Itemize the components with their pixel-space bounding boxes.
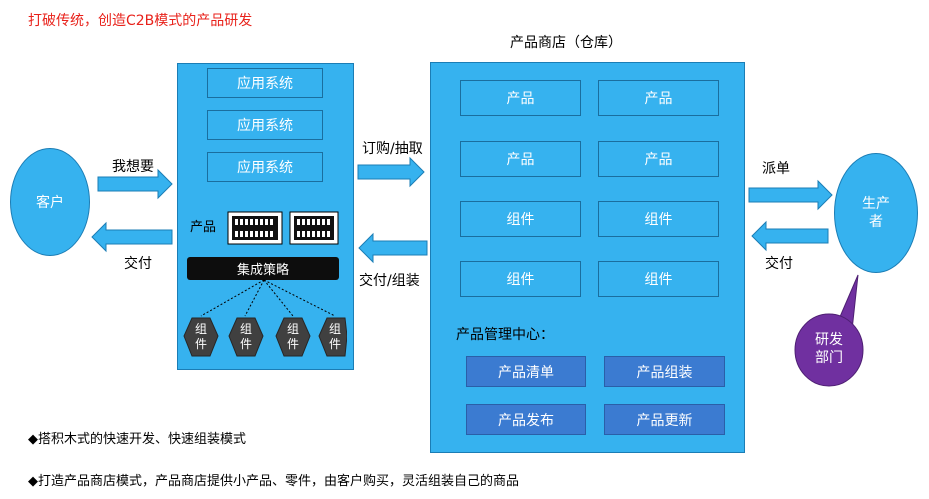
producer-node: 生产 者: [834, 153, 918, 273]
app-system-label: 应用系统: [237, 76, 293, 92]
product-list-box: 产品清单: [466, 356, 586, 387]
component-label: 组 件: [328, 322, 341, 351]
arrow-want: [97, 168, 173, 200]
product-publish-box: 产品发布: [466, 404, 586, 435]
component-label: 组 件: [194, 322, 207, 351]
label-deliver-assemble: 交付/组装: [359, 273, 420, 289]
product-update-box: 产品更新: [604, 404, 725, 435]
product-assemble-box: 产品组装: [604, 356, 725, 387]
label-want: 我想要: [112, 159, 154, 175]
store-item: 组件: [460, 261, 581, 297]
component-label: 组 件: [239, 322, 252, 351]
action-label: 产品发布: [498, 412, 554, 429]
arrow-dispatch: [748, 179, 833, 211]
integration-strategy: 集成策略: [187, 257, 339, 280]
store-item: 组件: [598, 261, 719, 297]
store-item: 组件: [598, 201, 719, 237]
action-label: 产品组装: [636, 364, 693, 381]
store-item-label: 产品: [644, 91, 673, 107]
rd-callout: [794, 274, 864, 387]
product-label: 产品: [190, 220, 217, 235]
component-hexagon: [275, 317, 311, 357]
arrow-deliver-right: [751, 220, 829, 252]
component-label: 组 件: [286, 322, 299, 351]
arrow-order: [357, 156, 425, 188]
store-title: 产品商店（仓库）: [510, 35, 622, 51]
label-deliver-left: 交付: [124, 256, 152, 272]
app-system-3: 应用系统: [207, 152, 323, 182]
arrow-deliver-left: [91, 221, 173, 253]
bullet-item: ◆搭积木式的快速开发、快速组装模式: [28, 432, 246, 447]
management-center-label: 产品管理中心：: [456, 327, 554, 343]
page-title: 打破传统，创造C2B模式的产品研发: [28, 13, 253, 29]
app-system-2: 应用系统: [207, 110, 323, 140]
store-item-label: 产品: [506, 91, 535, 107]
label-order: 订购/抽取: [362, 141, 423, 157]
strategy-label: 集成策略: [236, 263, 289, 278]
producer-label: 生产 者: [862, 196, 890, 230]
customer-node: 客户: [10, 148, 90, 256]
customer-label: 客户: [36, 195, 64, 211]
store-item-label: 组件: [644, 272, 673, 288]
store-item-label: 产品: [644, 152, 673, 168]
action-label: 产品清单: [498, 364, 554, 381]
component-hexagons: [183, 317, 347, 357]
app-system-label: 应用系统: [237, 160, 293, 176]
component-hexagon: [318, 317, 347, 357]
store-item: 组件: [460, 201, 581, 237]
store-item: 产品: [598, 141, 719, 177]
action-label: 产品更新: [636, 412, 693, 429]
store-item-label: 组件: [506, 212, 535, 228]
arrow-deliver-assemble: [358, 232, 428, 264]
rd-label: 研发 部门: [815, 332, 843, 366]
app-system-label: 应用系统: [237, 118, 293, 134]
store-item: 产品: [598, 80, 719, 116]
store-item-label: 产品: [506, 152, 535, 168]
app-system-1: 应用系统: [207, 68, 323, 98]
store-item-label: 组件: [506, 272, 535, 288]
chip-icon: [289, 211, 339, 245]
store-item-label: 组件: [644, 212, 673, 228]
component-hexagon: [228, 317, 264, 357]
label-deliver-right: 交付: [765, 256, 793, 272]
product-store-panel: [430, 62, 745, 453]
bullet-item: ◆打造产品商店模式，产品商店提供小产品、零件，由客户购买，灵活组装自己的商品: [28, 474, 519, 489]
label-dispatch: 派单: [762, 161, 790, 177]
chip-icon: [227, 211, 283, 245]
store-item: 产品: [460, 80, 581, 116]
store-item: 产品: [460, 141, 581, 177]
component-hexagon: [183, 317, 219, 357]
dashed-connectors: [200, 279, 336, 317]
